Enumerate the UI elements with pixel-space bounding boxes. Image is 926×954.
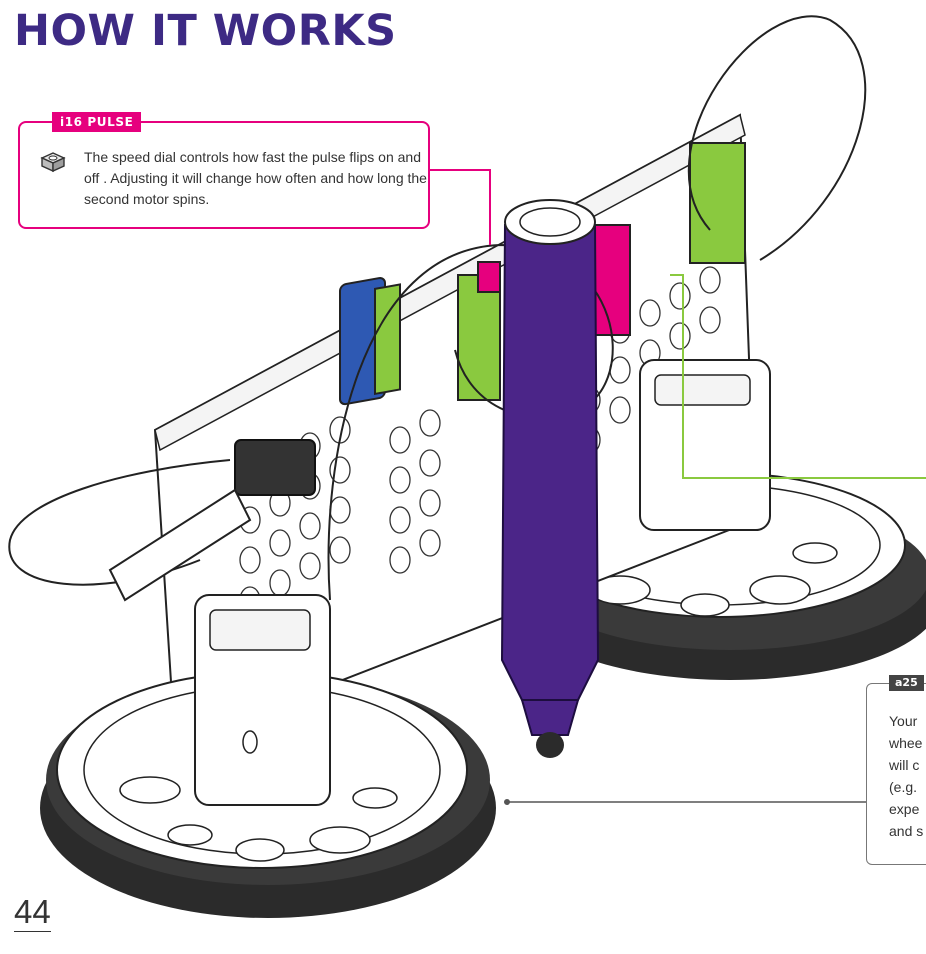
left-motor <box>195 595 330 805</box>
pulse-module-icon <box>40 151 66 178</box>
marker-pen <box>502 200 598 758</box>
wheel-callout-tag: a25 <box>889 675 924 691</box>
green-module-center <box>458 262 500 400</box>
page-number: 44 <box>14 895 51 932</box>
pulse-callout-text: The speed dial controls how fast the pul… <box>84 147 434 210</box>
pulse-leader-line <box>430 170 490 245</box>
wheel-leader-dot <box>504 799 510 805</box>
blue-module <box>340 277 400 405</box>
green-module-right <box>690 143 745 263</box>
wheel-callout: a25 Your whee will c (e.g. expe and s <box>866 683 926 865</box>
wheel-callout-text: Your whee will c (e.g. expe and s <box>889 710 926 842</box>
pulse-callout-tag: i16 PULSE <box>52 112 141 132</box>
pulse-callout: i16 PULSE The speed dial controls how fa… <box>18 121 430 229</box>
right-motor <box>640 360 770 530</box>
